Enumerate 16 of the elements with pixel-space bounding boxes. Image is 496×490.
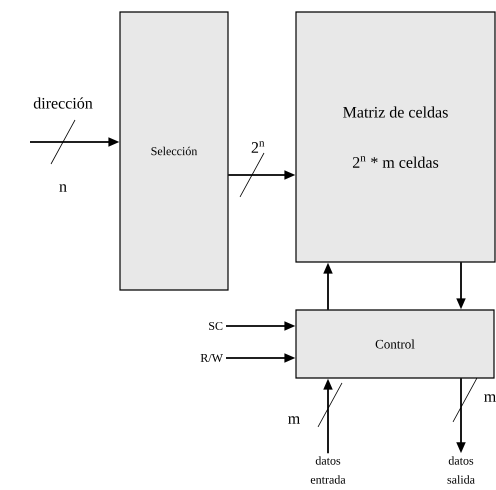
signal-label: datos entrada bbox=[310, 456, 346, 484]
block-box bbox=[295, 11, 496, 263]
block-box bbox=[119, 11, 229, 291]
signal-label: R/W bbox=[200, 354, 223, 362]
box-text: Matriz de celdas bbox=[343, 106, 448, 118]
box-text: 2$^{n}$ * m celdas bbox=[352, 156, 438, 168]
bus-width-label: 2$^{n}$ bbox=[252, 141, 264, 153]
box-text: Control bbox=[376, 339, 415, 349]
signal-label: SC bbox=[209, 322, 222, 330]
bus-width-label: m bbox=[288, 416, 300, 424]
signal-label: datos salida bbox=[448, 456, 475, 484]
bus-width-label: n bbox=[59, 184, 67, 192]
bus-width-label: m bbox=[484, 394, 496, 402]
block-box bbox=[295, 309, 495, 379]
box-text: Selección bbox=[151, 146, 198, 156]
edge-label: dirección bbox=[34, 97, 93, 109]
